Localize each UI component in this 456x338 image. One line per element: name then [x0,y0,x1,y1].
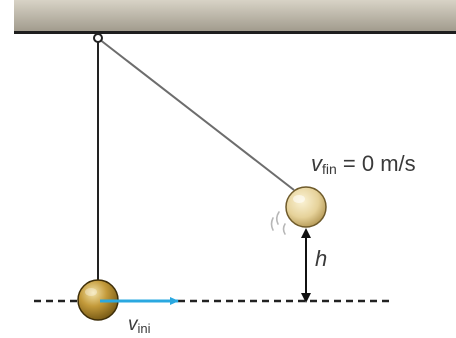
ball-top-highlight [293,195,305,203]
initial-velocity-symbol: v [128,314,138,335]
pendulum-ball-top [285,186,327,228]
height-arrow [301,228,311,303]
final-velocity-label: vfin = 0 m/s [311,151,416,177]
ceiling-edge [14,31,456,34]
pendulum-string-swung [98,38,295,191]
height-label: h [315,246,328,271]
initial-velocity-subscript: ini [137,321,151,336]
final-velocity-value: = 0 m/s [336,151,416,176]
ball-bottom-highlight [85,288,97,296]
final-velocity-subscript: fin [322,161,337,177]
initial-velocity-label: vini [128,314,151,336]
ceiling [14,0,456,32]
pivot-point [93,33,103,43]
final-velocity-symbol: v [311,151,322,176]
motion-lines [270,211,286,235]
